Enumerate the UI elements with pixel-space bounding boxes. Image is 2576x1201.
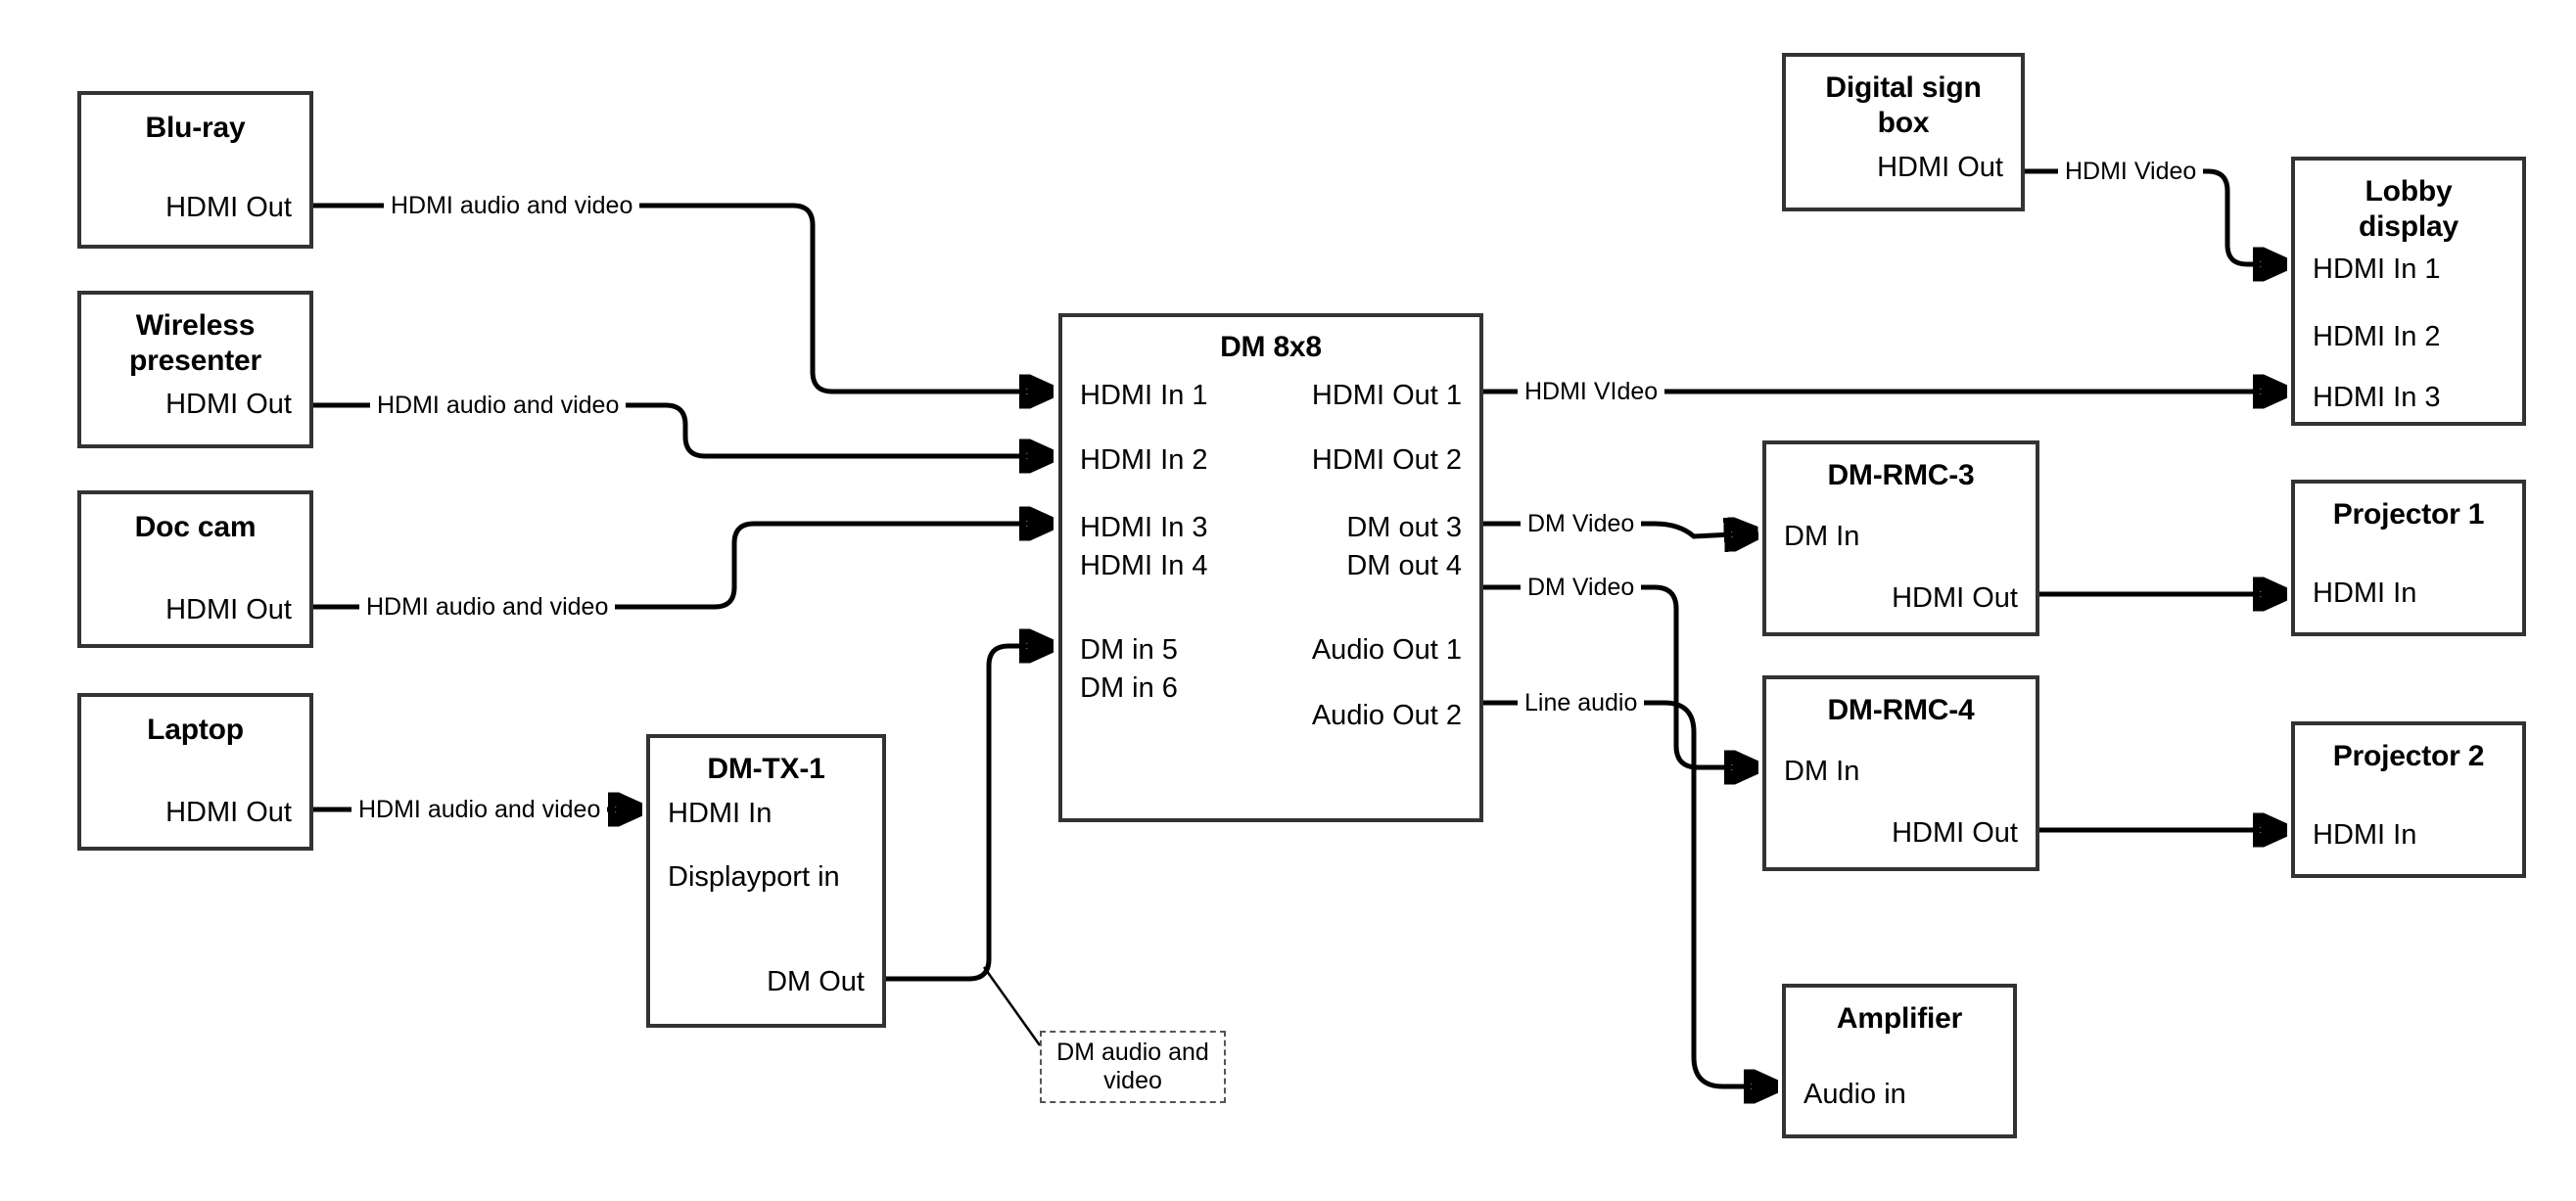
node-doc-cam[interactable]: Doc cam HDMI Out [77,490,313,648]
node-dm-rmc-4-port-hdmi-out: HDMI Out [1892,817,2018,849]
node-dm-8x8-port-audio-out-1: Audio Out 1 [1311,634,1462,666]
link-label-bluray-to-dm8x8: HDMI audio and video [384,192,640,219]
node-lobby-display-title: Lobby display [2359,175,2459,243]
node-amplifier-title: Amplifier [1836,1002,1963,1035]
wire-dmtx1-to-dm8x8 [886,646,1048,982]
wire-dm8x8-to-dmrmc4 [1483,584,1753,767]
node-dm-8x8-port-audio-out-2: Audio Out 2 [1311,700,1462,731]
node-doc-cam-title: Doc cam [134,511,257,543]
node-laptop-title: Laptop [147,714,244,746]
node-wireless-presenter[interactable]: Wireless presenter HDMI Out [77,291,313,448]
node-bluray[interactable]: Blu-ray HDMI Out [77,91,313,249]
node-laptop-port-hdmi-out: HDMI Out [165,797,292,828]
node-dm-8x8-port-hdmi-in-1: HDMI In 1 [1080,380,1208,411]
node-wireless-presenter-title: Wireless presenter [129,309,261,377]
node-lobby-display-port-hdmi-in-1: HDMI In 1 [2313,254,2441,285]
node-dm-8x8-port-dm-in-5: DM in 5 [1080,634,1178,666]
node-dm-8x8-port-hdmi-out-1: HDMI Out 1 [1311,380,1462,411]
node-dm-rmc-4-port-dm-in: DM In [1784,756,1860,787]
node-dm-8x8-port-hdmi-in-3: HDMI In 3 [1080,512,1208,543]
node-laptop[interactable]: Laptop HDMI Out [77,693,313,851]
wire-dm8x8-to-amplifier [1483,700,1772,1086]
leader-dm-audio-video [982,966,1042,1046]
node-dm-8x8[interactable]: DM 8x8 HDMI In 1 HDMI In 2 HDMI In 3 HDM… [1058,313,1483,822]
node-digital-sign-box-port-hdmi-out: HDMI Out [1877,152,2003,183]
node-dm-tx-1-port-displayport-in: Displayport in [668,861,840,893]
link-label-wireless-to-dm8x8: HDMI audio and video [370,392,627,419]
node-dm-8x8-port-dm-out-4: DM out 4 [1346,550,1462,581]
node-dm-rmc-4-title: DM-RMC-4 [1827,694,1975,726]
node-amplifier-port-audio-in: Audio in [1803,1079,1906,1110]
link-label-dm8x8-to-dmrmc4: DM Video [1521,574,1642,601]
link-label-dm8x8-to-amplifier: Line audio [1518,689,1645,716]
node-projector-1-port-hdmi-in: HDMI In [2313,577,2417,609]
node-bluray-port-hdmi-out: HDMI Out [165,192,292,223]
node-bluray-title: Blu-ray [145,112,246,144]
link-label-laptop-to-dmtx1: HDMI audio and video [351,796,608,823]
node-dm-rmc-3-port-dm-in: DM In [1784,521,1860,552]
node-dm-tx-1-port-dm-out: DM Out [767,966,865,997]
node-doc-cam-port-hdmi-out: HDMI Out [165,594,292,625]
node-dm-tx-1-title: DM-TX-1 [707,753,825,785]
node-dm-tx-1[interactable]: DM-TX-1 HDMI In Displayport in DM Out [646,734,886,1028]
node-projector-1[interactable]: Projector 1 HDMI In [2291,480,2526,636]
link-note-dm-audio-and-video: DM audio and video [1040,1031,1226,1103]
node-lobby-display-port-hdmi-in-3: HDMI In 3 [2313,382,2441,413]
wire-digitalsign-to-lobby [2025,168,2281,264]
node-lobby-display[interactable]: Lobby display HDMI In 1 HDMI In 2 HDMI I… [2291,157,2526,426]
node-dm-8x8-port-dm-in-6: DM in 6 [1080,672,1178,704]
link-label-doccam-to-dm8x8: HDMI audio and video [359,593,616,621]
node-digital-sign-box[interactable]: Digital sign box HDMI Out [1782,53,2025,211]
node-dm-8x8-port-hdmi-out-2: HDMI Out 2 [1311,444,1462,476]
node-dm-rmc-3-title: DM-RMC-3 [1827,459,1975,491]
node-dm-rmc-3-port-hdmi-out: HDMI Out [1892,582,2018,614]
node-dm-rmc-4[interactable]: DM-RMC-4 DM In HDMI Out [1762,675,2039,871]
node-projector-1-title: Projector 1 [2332,498,2485,531]
node-projector-2[interactable]: Projector 2 HDMI In [2291,721,2526,878]
link-label-dm8x8-to-lobby: HDMI VIdeo [1518,378,1665,405]
node-amplifier[interactable]: Amplifier Audio in [1782,984,2017,1138]
node-dm-rmc-3[interactable]: DM-RMC-3 DM In HDMI Out [1762,440,2039,636]
node-dm-8x8-title: DM 8x8 [1220,331,1322,363]
node-dm-8x8-port-hdmi-in-4: HDMI In 4 [1080,550,1208,581]
node-wireless-presenter-port-hdmi-out: HDMI Out [165,389,292,420]
link-label-digitalsign-to-lobby: HDMI Video [2058,158,2204,185]
node-dm-tx-1-port-hdmi-in: HDMI In [668,798,773,829]
node-projector-2-title: Projector 2 [2332,740,2485,772]
node-dm-8x8-port-dm-out-3: DM out 3 [1346,512,1462,543]
link-label-dm8x8-to-dmrmc3: DM Video [1521,510,1642,537]
node-projector-2-port-hdmi-in: HDMI In [2313,819,2417,851]
node-digital-sign-box-title: Digital sign box [1825,71,1982,139]
node-dm-8x8-port-hdmi-in-2: HDMI In 2 [1080,444,1208,476]
wire-bluray-to-dm8x8 [313,203,1048,392]
node-lobby-display-port-hdmi-in-2: HDMI In 2 [2313,321,2441,352]
